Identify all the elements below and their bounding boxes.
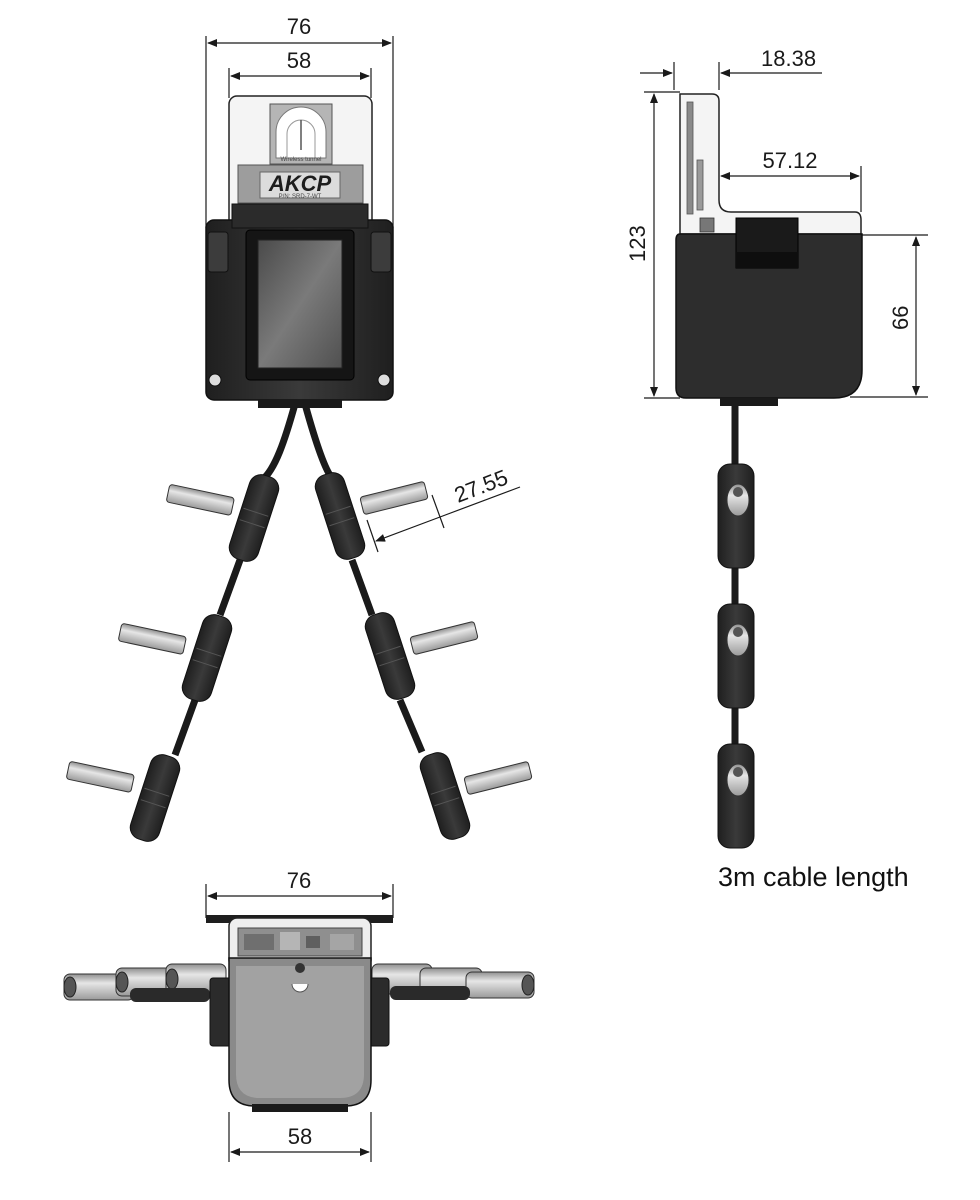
bottom-probes-left: [63, 963, 227, 1002]
sensor-clip: [361, 609, 419, 703]
sensor-clip: [225, 471, 283, 565]
mount-ear: [370, 231, 392, 273]
dim-label-66: 66: [888, 306, 913, 330]
bottom-probes-right: [371, 963, 535, 1000]
dim-line-27-55: [375, 516, 441, 542]
temperature-probe: [359, 480, 429, 516]
side-sensor-clip: [717, 463, 755, 569]
mount-ear: [207, 231, 229, 273]
temperature-probe: [409, 620, 479, 656]
part-number: P/N: SRD-7-WT: [279, 194, 322, 200]
sensor-clip: [178, 611, 236, 705]
sensor-cable: [259, 403, 299, 483]
sensor-cable: [216, 558, 244, 617]
sensor-cable: [301, 403, 335, 481]
dim-label-18-38: 18.38: [761, 46, 816, 71]
temperature-probe: [65, 760, 135, 794]
display-window: [257, 239, 343, 369]
side-body: [675, 233, 863, 399]
sensor-cable: [171, 698, 199, 757]
side-pcb: [686, 101, 694, 215]
dim-label-76-bottom: 76: [287, 868, 311, 893]
dim-leader: [439, 486, 521, 518]
side-clear-cover: [679, 93, 862, 235]
wireless-label: Wireless tunnel: [280, 157, 321, 163]
sensor-cable: [348, 558, 376, 617]
dim-extension-line: [431, 494, 445, 529]
side-sensor-clip: [717, 743, 755, 849]
dim-extension-line: [366, 519, 379, 553]
mounting-hole: [208, 373, 222, 387]
side-sensor-clip: [717, 603, 755, 709]
dim-label-58-top: 58: [287, 48, 311, 73]
front-view: 76 58 Wireless tunnel AKCP P/N: SRD-7-WT: [65, 14, 533, 845]
cable-length-caption: 3m cable length: [718, 862, 909, 892]
temperature-probe: [117, 622, 187, 656]
bottom-view: 76: [63, 868, 535, 1162]
sensor-clip: [416, 749, 474, 843]
side-view: 18.38 57.12 123 66: [625, 46, 928, 892]
sensor-clip: [311, 469, 369, 563]
temperature-probe: [463, 760, 533, 796]
dim-label-76-top: 76: [287, 14, 311, 39]
akcp-logo: AKCP: [268, 171, 332, 196]
sensor-cable: [396, 698, 426, 754]
dim-label-57-12: 57.12: [762, 148, 817, 173]
mounting-hole: [377, 373, 391, 387]
temperature-probe: [165, 483, 235, 517]
sensor-clip: [126, 751, 184, 845]
dim-label-58-bottom: 58: [288, 1124, 312, 1149]
dim-label-123: 123: [625, 225, 650, 262]
